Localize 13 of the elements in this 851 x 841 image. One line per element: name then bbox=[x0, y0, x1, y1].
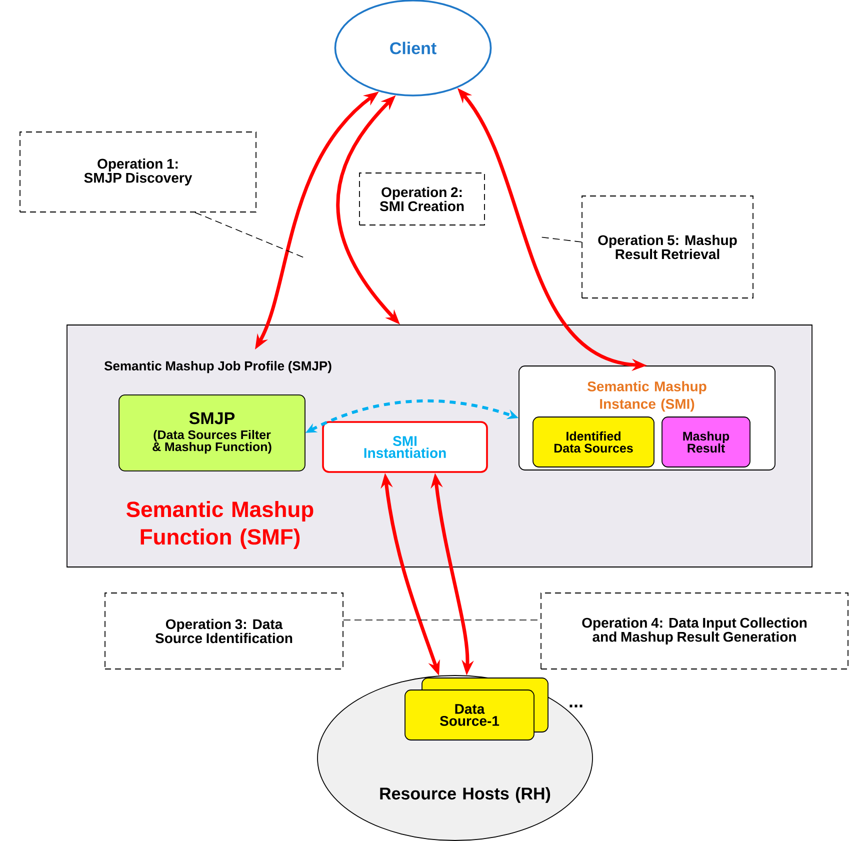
leader-line bbox=[194, 212, 306, 258]
result-box: Mashup Result bbox=[662, 416, 750, 468]
operation-callout: Operation 2: SMI Creation bbox=[359, 172, 485, 226]
leader-line bbox=[540, 236, 582, 242]
operation-callout: Operation 5: Mashup Result Retrieval bbox=[582, 196, 754, 298]
node-label: Semantic Mashup Job Profile (SMJP) bbox=[104, 360, 332, 374]
instantiation-box: SMI Instantiation bbox=[322, 421, 488, 473]
ellipsis-text: ... bbox=[570, 704, 582, 708]
operation-callout: Operation 4: Data Input Collection and Mashup Result Generation bbox=[540, 592, 848, 670]
operation-callout: Operation 1: SMJP Discovery bbox=[20, 132, 256, 212]
data-sources-box: Identified Data Sources bbox=[532, 416, 654, 468]
operation-callout: Operation 3: Data Source Identification bbox=[104, 592, 344, 670]
data-source-card: Data Source-1 bbox=[404, 690, 534, 740]
